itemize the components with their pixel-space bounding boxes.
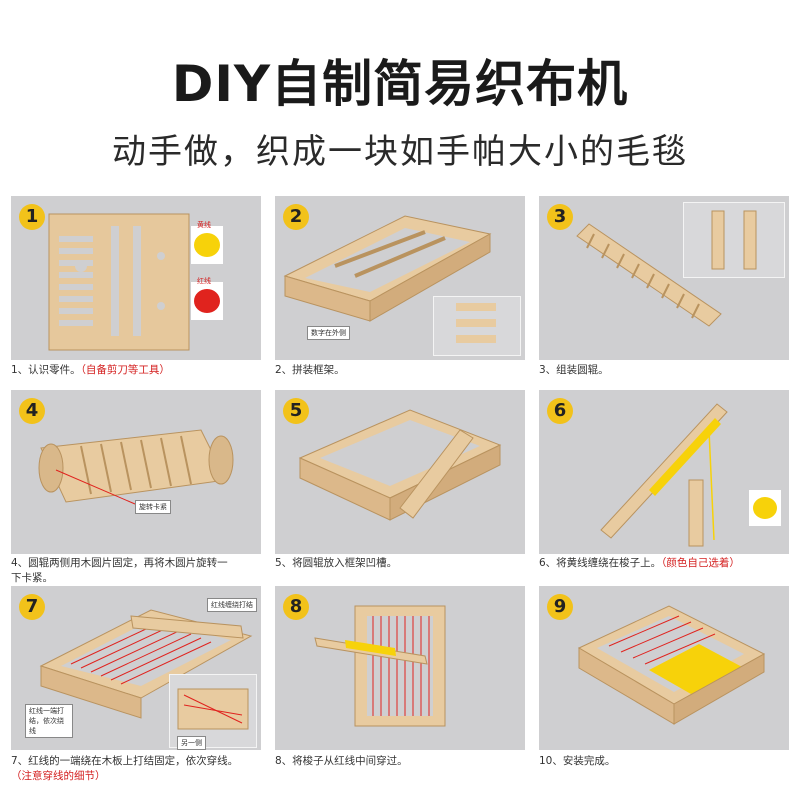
numbers-outside-label: 数字在外侧	[307, 326, 350, 340]
step-4-caption-line2: 下卡紧。	[11, 572, 53, 584]
step-1-badge: 1	[19, 204, 45, 230]
step-2-badge: 2	[283, 204, 309, 230]
weaving-illustration	[314, 605, 446, 727]
step-9-caption: 10、安装完成。	[539, 755, 616, 767]
red-thread-label: 红线	[197, 277, 211, 285]
step-3-badge: 3	[547, 204, 573, 230]
step-4-panel: 旋转卡紧 4	[11, 390, 261, 554]
step-7-panel: 红线缠绕打结 红线一端打结，依次绕线 另一侧 7	[11, 586, 261, 750]
red-thread-knot-label: 红线缠绕打结	[207, 598, 257, 612]
step-9-badge: 9	[547, 594, 573, 620]
step-4-badge: 4	[19, 398, 45, 424]
threading-illustration	[39, 609, 253, 719]
step-7-note: （注意穿线的细节）	[11, 770, 106, 782]
step-6-note: （颜色自己选着）	[661, 557, 740, 569]
page-subtitle: 动手做，织成一块如手帕大小的毛毯	[112, 132, 688, 172]
roller-illustration	[576, 223, 722, 327]
step-8-badge: 8	[283, 594, 309, 620]
yellow-thread-label: 黄线	[197, 221, 211, 229]
step-9-panel: 9	[539, 586, 789, 750]
rotate-lock-label: 旋转卡紧	[135, 500, 171, 514]
roller-fixed-illustration	[38, 429, 234, 505]
step-4-caption: 4、圆辊两侧用木圆片固定，再将木圆片旋转一	[11, 557, 228, 569]
parts-illustration	[48, 213, 223, 351]
step-5-badge: 5	[283, 398, 309, 424]
other-side-label: 另一侧	[177, 736, 206, 750]
step-5-panel: 5	[275, 390, 525, 554]
step-8-panel: 8	[275, 586, 525, 750]
step-1-caption: 1、认识零件。（自备剪刀等工具）	[11, 363, 170, 378]
finished-loom-illustration	[577, 605, 766, 725]
frame-roller-illustration	[298, 409, 502, 521]
step-7-caption: 7、红线的一端绕在木板上打结固定，依次穿线。	[11, 755, 239, 767]
other-side-inset	[169, 674, 257, 748]
shuttle-illustration	[600, 403, 781, 547]
step-3-panel: 3	[539, 196, 789, 360]
step-2-caption: 2、拼装框架。	[275, 364, 345, 376]
step-6-text: 6、将黄线缠绕在梭子上。	[539, 557, 662, 569]
step-5-caption: 5、将圆辊放入框架凹槽。	[275, 557, 398, 569]
page-title: DIY自制简易织布机	[171, 55, 629, 113]
frame-parts-inset	[433, 296, 521, 356]
step-6-caption: 6、将黄线缠绕在梭子上。（颜色自己选着）	[539, 556, 740, 571]
step-7-badge: 7	[19, 594, 45, 620]
step-1-panel: 1 黄线 红线	[11, 196, 261, 360]
roller-parts-inset	[683, 202, 785, 278]
red-thread-end-label: 红线一端打结，依次绕线	[25, 704, 73, 738]
step-1-text: 1、认识零件。	[11, 364, 81, 376]
step-3-caption: 3、组装圆辊。	[539, 364, 609, 376]
step-6-badge: 6	[547, 398, 573, 424]
step-6-panel: 6	[539, 390, 789, 554]
step-1-note: （自备剪刀等工具）	[80, 364, 170, 376]
step-8-caption: 8、将梭子从红线中间穿过。	[275, 755, 408, 767]
step-2-panel: 数字在外侧 2	[275, 196, 525, 360]
frame-illustration	[283, 215, 492, 322]
